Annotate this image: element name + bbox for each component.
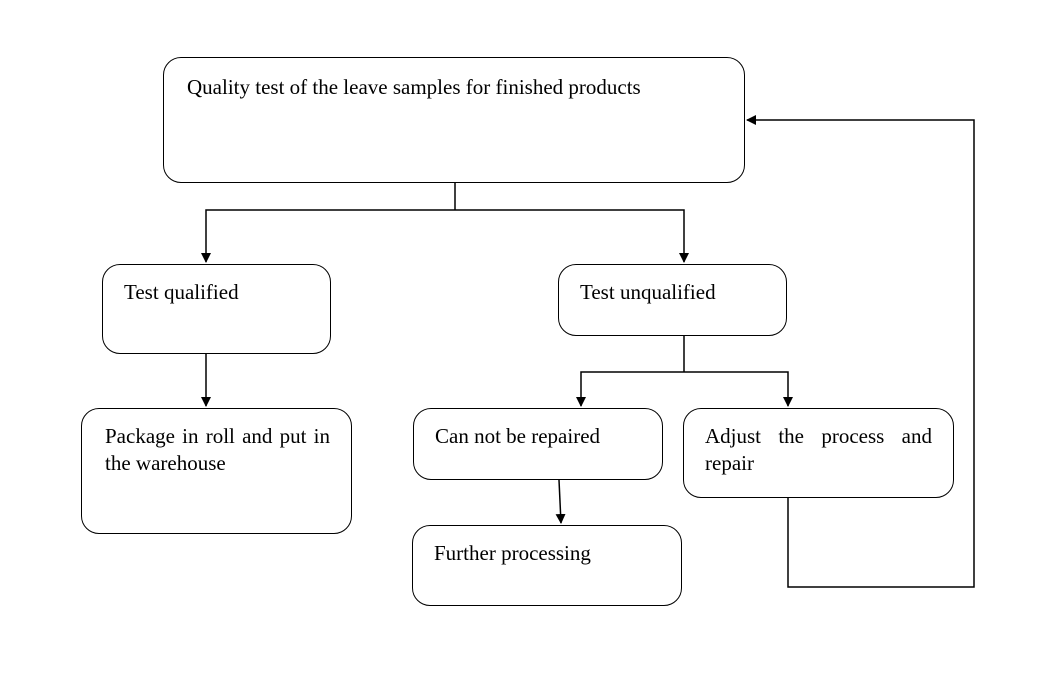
node-cannot-repair-label: Can not be repaired: [435, 424, 601, 448]
node-adjust-label: Adjust the process and repair: [705, 424, 932, 475]
node-package: Package in roll and put in the warehouse: [81, 408, 352, 534]
node-test-unqualified-label: Test unqualified: [580, 280, 716, 304]
node-test-unqualified: Test unqualified: [558, 264, 787, 336]
edge-adjust-to-quality-test: [746, 115, 975, 588]
node-package-label: Package in roll and put in the warehouse: [105, 424, 330, 475]
node-further-processing-label: Further processing: [434, 541, 591, 565]
node-test-qualified-label: Test qualified: [124, 280, 239, 304]
edge-quality-test-to-test-qualified: [201, 209, 455, 263]
edge-quality-test-to-test-unqualified: [455, 209, 689, 263]
edge-cannot-repair-to-further-processing: [555, 479, 566, 524]
node-quality-test: Quality test of the leave samples for fi…: [163, 57, 745, 183]
node-cannot-repair: Can not be repaired: [413, 408, 663, 480]
node-adjust: Adjust the process and repair: [683, 408, 954, 498]
node-test-qualified: Test qualified: [102, 264, 331, 354]
edge-test-unqualified-to-cannot-repair: [576, 371, 684, 407]
node-quality-test-label: Quality test of the leave samples for fi…: [187, 75, 641, 99]
node-further-processing: Further processing: [412, 525, 682, 606]
edge-test-unqualified-to-adjust: [684, 371, 793, 407]
